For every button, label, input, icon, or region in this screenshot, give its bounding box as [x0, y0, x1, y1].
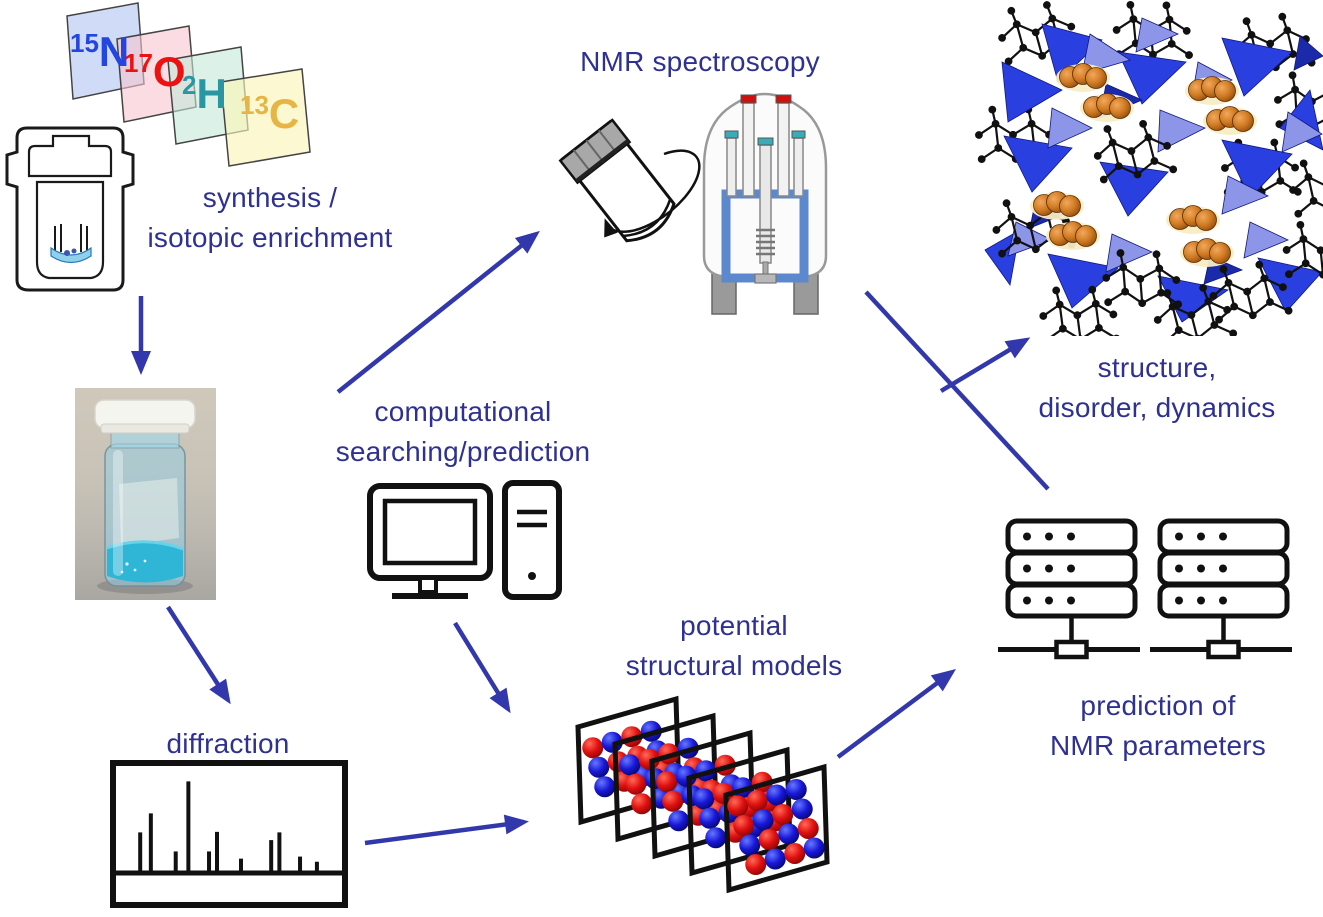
isotope-label-13C: 13C	[240, 90, 300, 137]
structural-models-icon	[575, 695, 830, 894]
furnace-icon	[5, 126, 135, 292]
sample-vial-photo	[75, 388, 216, 600]
computer-icon	[367, 480, 562, 600]
label-computational: computational searching/prediction	[335, 396, 591, 467]
arrow-to-structure	[939, 337, 1031, 393]
arrow-sample-to-nmr	[336, 230, 540, 394]
isotope-label-15N: 15N	[70, 28, 130, 75]
label-potential-structural-models: potential structural models	[625, 610, 843, 681]
server-icon-left	[998, 518, 1140, 660]
diffraction-peaks	[138, 781, 319, 871]
arrow-diffraction-to-models	[364, 814, 529, 846]
label-prediction-nmr-parameters: prediction of NMR parameters	[1050, 690, 1266, 761]
crystal-structure-image	[975, 0, 1323, 336]
label-synthesis: synthesis / isotopic enrichment	[147, 182, 393, 253]
nmr-magnet-icon	[702, 92, 828, 315]
server-icon-right	[1150, 518, 1292, 660]
label-nmr-spectroscopy: NMR spectroscopy	[580, 46, 820, 77]
isotope-label-2H: 2H	[182, 70, 227, 117]
line-nmr-to-prediction	[864, 290, 1050, 491]
isotope-label-17O: 17O	[124, 48, 186, 95]
arrow-computer-to-models	[453, 621, 511, 714]
diffraction-pattern-icon	[110, 760, 348, 908]
label-structure-disorder-dynamics: structure, disorder, dynamics	[1038, 352, 1276, 423]
label-diffraction: diffraction	[166, 728, 290, 759]
isotope-panes	[66, 2, 311, 167]
rotor-icon	[558, 118, 701, 243]
arrow-sample-to-diffraction	[166, 605, 231, 705]
arrow-models-to-servers	[836, 669, 957, 759]
pane-13C	[220, 68, 311, 167]
